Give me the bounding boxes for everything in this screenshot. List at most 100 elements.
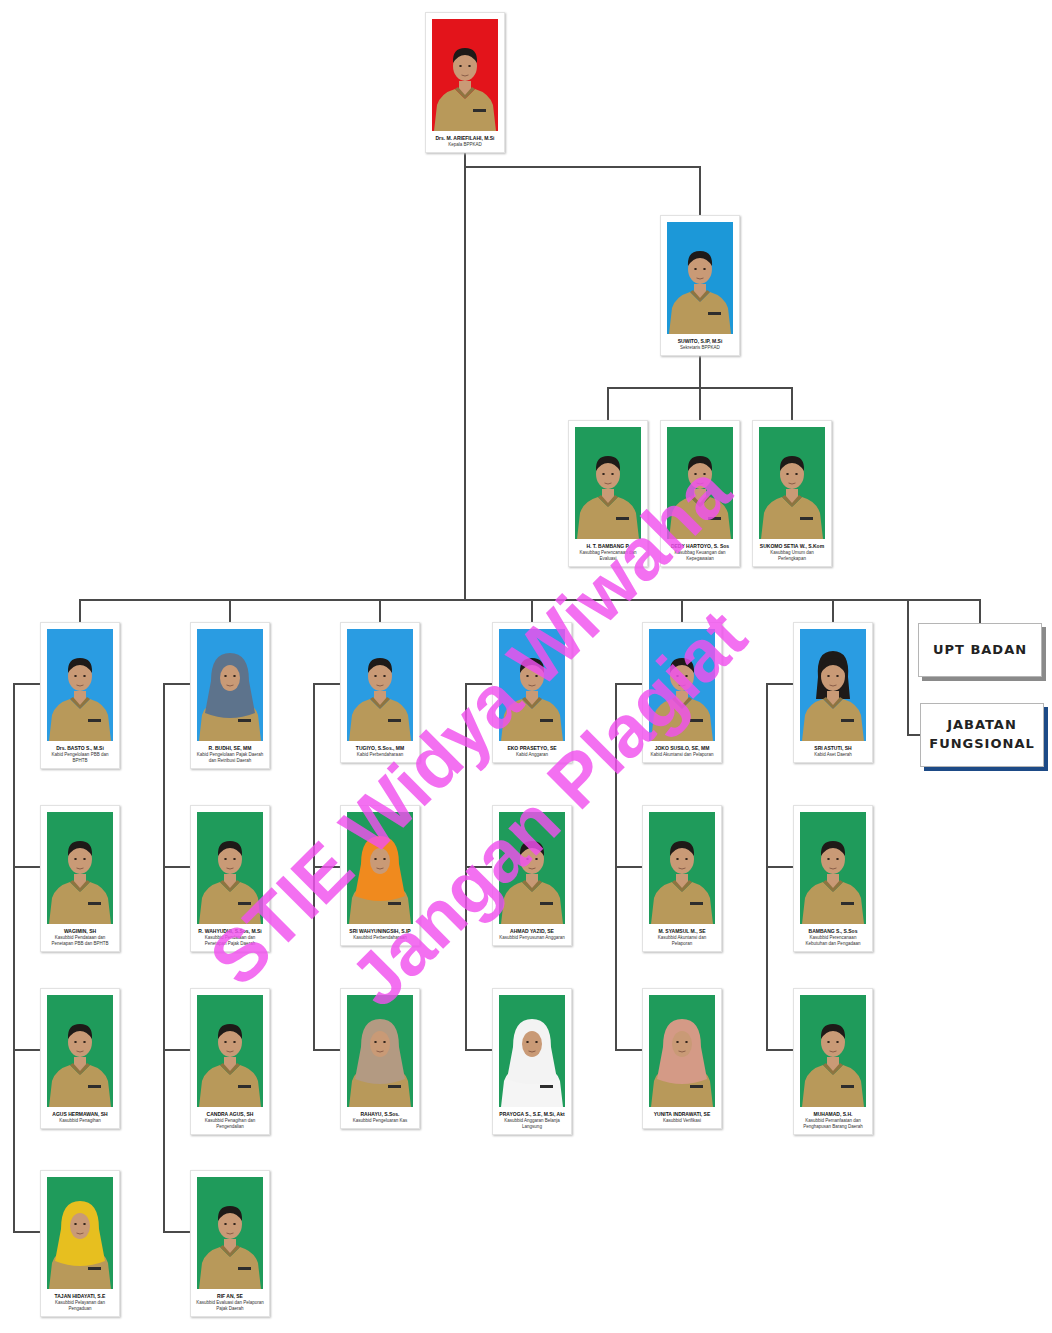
eye <box>233 1223 236 1225</box>
headscarf <box>355 836 405 901</box>
staff-position: Kasubbid Pengeluaran Kas <box>346 1118 414 1124</box>
eye <box>224 1223 227 1225</box>
photo-background <box>197 812 263 924</box>
mouth <box>679 868 686 869</box>
portrait-photo <box>800 995 866 1107</box>
headscarf <box>55 1201 105 1266</box>
eye <box>83 675 86 677</box>
headscarf <box>205 653 255 718</box>
connector <box>164 684 190 1232</box>
portrait-photo <box>47 629 113 741</box>
collar <box>823 697 843 709</box>
staff-position: Kabid Akuntansi dan Pelaporan <box>648 752 716 758</box>
staff-name: SRI ASTUTI, SH <box>799 745 867 751</box>
name-tag <box>540 1085 553 1088</box>
staff-position: Sekretaris BPPKAD <box>666 345 734 351</box>
staff-name: JOKO SUSILO, SE, MM <box>648 745 716 751</box>
photo-background <box>347 629 413 741</box>
staff-card: AHMAD YAZID, SEKasubbid Penyusunan Angga… <box>492 805 572 946</box>
name-tag <box>88 902 101 905</box>
staff-card: R. WAHYUDHI, S.Sos, M.SiKasubbid Pendata… <box>190 805 270 952</box>
eye <box>383 675 386 677</box>
mouth <box>529 1051 536 1052</box>
face <box>70 1213 90 1239</box>
eye <box>836 858 839 860</box>
mouth <box>77 685 84 686</box>
name-tag <box>690 902 703 905</box>
portrait-photo <box>432 19 498 131</box>
connector <box>380 153 465 622</box>
photo-background <box>47 812 113 924</box>
portrait-photo <box>347 629 413 741</box>
eye <box>374 1041 377 1043</box>
name-tag <box>388 719 401 722</box>
connector <box>767 684 793 867</box>
staff-card: Drs. M. ARIEFILAHI, M.SiKepala BPPKAD <box>425 12 505 153</box>
staff-card: WAGIMIN, SHKasubbid Pendataan dan Peneta… <box>40 805 120 952</box>
connector <box>616 684 642 867</box>
staff-position: Kasubbid Penyusunan Anggaran <box>498 935 566 941</box>
hair <box>821 658 845 673</box>
portrait-photo <box>759 427 825 539</box>
portrait-photo <box>47 1177 113 1289</box>
eye <box>374 675 377 677</box>
staff-position: Kasubbid Penagihan <box>46 1118 114 1124</box>
eye <box>535 858 538 860</box>
collar <box>823 880 843 892</box>
eye <box>827 858 830 860</box>
hair <box>520 658 544 673</box>
portrait-photo <box>47 995 113 1107</box>
staff-position: Kasubbag Keuangan dan Kepegawaian <box>666 550 734 561</box>
portrait-photo <box>197 629 263 741</box>
eye <box>224 675 227 677</box>
connector <box>466 684 492 867</box>
collar <box>70 880 90 892</box>
mouth <box>462 75 469 76</box>
staff-position: Kasubbid Anggaran Belanja Langsung <box>498 1118 566 1129</box>
staff-card: H. T. BAMBANG P.Kasubbag Perencanaan dan… <box>568 420 648 567</box>
portrait-photo <box>667 222 733 334</box>
collar <box>782 495 802 507</box>
staff-position: Kasubbid Akuntansi dan Pelaporan <box>648 935 716 946</box>
hair <box>68 658 92 673</box>
connector <box>700 356 792 420</box>
name-tag <box>88 1267 101 1270</box>
photo-background <box>432 19 498 131</box>
collar <box>220 1245 240 1257</box>
mouth <box>830 1051 837 1052</box>
portrait-photo <box>197 1177 263 1289</box>
mouth <box>227 1051 234 1052</box>
staff-name: MUHAMAD, S.H. <box>799 1111 867 1117</box>
staff-name: DEDY HARTOYO, S. Sos <box>666 543 734 549</box>
staff-position: Kasubbid Pelayanan dan Pengaduan <box>46 1300 114 1311</box>
face <box>220 665 240 691</box>
mouth <box>830 685 837 686</box>
staff-name: RAHAYU, S.Sos. <box>346 1111 414 1117</box>
name-tag <box>540 719 553 722</box>
mouth <box>605 483 612 484</box>
eye <box>786 473 789 475</box>
eye <box>535 675 538 677</box>
mouth <box>377 868 384 869</box>
mouth <box>77 1233 84 1234</box>
hair <box>368 658 392 673</box>
staff-name: Drs. BASTO S., M.Si <box>46 745 114 751</box>
photo-background <box>499 812 565 924</box>
eye <box>526 1041 529 1043</box>
eye <box>685 1041 688 1043</box>
eye <box>383 1041 386 1043</box>
photo-background <box>197 1177 263 1289</box>
staff-card: YUNITA INDRAWATI, SEKasubbid Verifikasi <box>642 988 722 1129</box>
mouth <box>679 685 686 686</box>
eye <box>74 675 77 677</box>
hair <box>688 251 712 266</box>
collar <box>672 697 692 709</box>
collar <box>690 495 710 507</box>
face <box>672 1031 692 1057</box>
mouth <box>529 685 536 686</box>
staff-card: TAJAN HIDAYATI, S.EKasubbid Pelayanan da… <box>40 1170 120 1317</box>
hair <box>821 1024 845 1039</box>
collar <box>220 880 240 892</box>
name-tag <box>690 1085 703 1088</box>
portrait-photo <box>347 995 413 1107</box>
